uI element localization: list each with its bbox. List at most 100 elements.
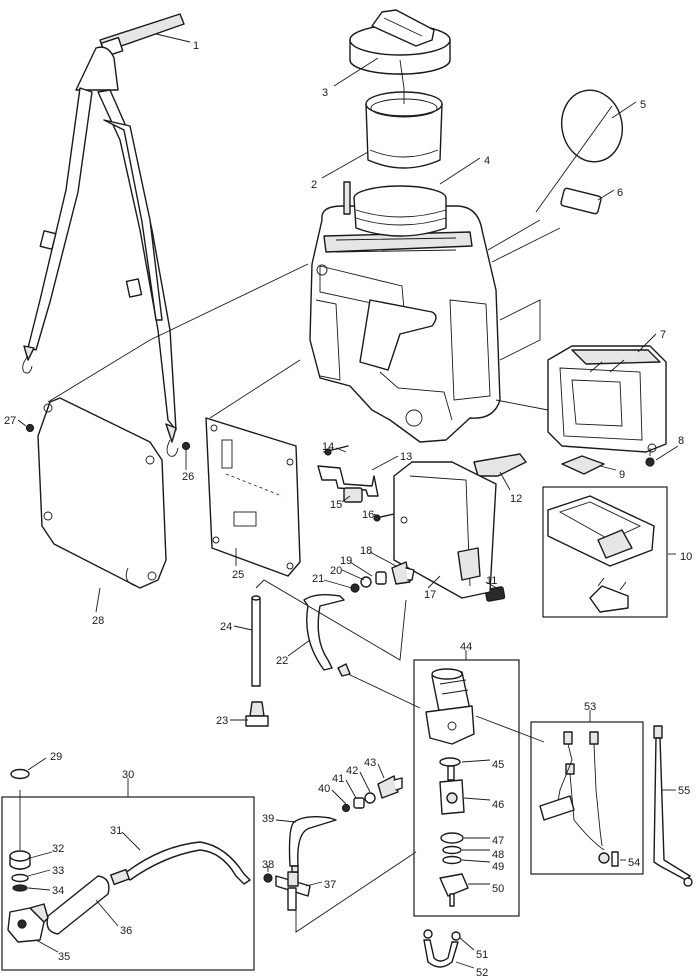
callout-label-40: 40	[318, 783, 330, 795]
connector-12	[473, 453, 527, 477]
switch-box	[547, 495, 655, 613]
hose-22-end	[337, 663, 351, 677]
wand-31	[123, 841, 251, 885]
mounting-plate	[393, 461, 497, 599]
ring-49	[442, 855, 462, 865]
callout-label-29: 29	[50, 751, 62, 763]
callout-label-15: 15	[330, 499, 342, 511]
callout-leader-13	[371, 455, 399, 471]
callout-leader-5	[611, 101, 637, 119]
flow-line-cover	[47, 263, 309, 403]
callout-label-44: 44	[460, 641, 472, 653]
callout-labels: 1234567891011121314151617181920212223242…	[4, 33, 692, 977]
flow-line-harness	[475, 715, 545, 743]
callout-label-9: 9	[619, 469, 625, 481]
ring-21	[350, 583, 360, 593]
fitting-43	[377, 775, 403, 799]
probe-rod	[653, 725, 693, 887]
seal-45	[439, 757, 461, 767]
pump-head-46	[439, 765, 465, 815]
callout-leader-32	[29, 851, 53, 859]
clip-51	[423, 929, 461, 941]
callout-leader-7	[637, 333, 657, 353]
callout-label-36: 36	[120, 925, 132, 937]
callout-label-35: 35	[58, 951, 70, 963]
callout-label-24: 24	[220, 621, 232, 633]
screw-8	[645, 448, 655, 467]
screw-26	[181, 441, 191, 451]
callout-leader-16	[373, 513, 381, 519]
handle-36	[46, 875, 110, 935]
hose-39	[288, 815, 337, 867]
callout-label-31: 31	[110, 825, 122, 837]
tank-cap	[349, 9, 451, 75]
callout-leader-35	[35, 939, 59, 953]
flow-line-pump	[347, 673, 421, 709]
block-15	[343, 487, 363, 503]
seal-disc	[561, 89, 623, 163]
label-plate	[560, 187, 602, 215]
ring-47	[440, 832, 464, 844]
callout-leader-15	[341, 495, 351, 503]
flow-line-plate	[209, 359, 301, 419]
flow-line-tube	[255, 579, 407, 661]
callout-leader-46	[463, 797, 491, 801]
nut-32	[9, 850, 31, 870]
callout-leader-41	[345, 779, 357, 799]
callout-leader-39	[275, 819, 297, 823]
pad-9	[561, 455, 605, 475]
callout-leader-20	[341, 569, 365, 581]
callout-leader-18	[369, 551, 397, 567]
callout-leader-4	[439, 157, 481, 185]
callout-label-39: 39	[262, 813, 274, 825]
callout-leader-31	[121, 831, 141, 851]
callout-label-1: 1	[193, 40, 199, 52]
tank-body	[309, 181, 561, 443]
callout-label-19: 19	[340, 555, 352, 567]
callout-label-46: 46	[492, 799, 504, 811]
callout-label-53: 53	[584, 701, 596, 713]
callout-label-21: 21	[312, 573, 324, 585]
gasket-plate	[205, 417, 301, 577]
callout-label-54: 54	[628, 857, 640, 869]
callout-leader-42	[359, 771, 371, 793]
callout-label-27: 27	[4, 415, 16, 427]
callout-leader-19	[349, 561, 373, 577]
group-frame-30	[1, 796, 255, 971]
ring-48	[442, 845, 462, 855]
callout-leader-2	[321, 151, 369, 179]
callout-leader-14	[335, 447, 347, 453]
callout-label-26: 26	[182, 471, 194, 483]
callout-leader-43	[377, 763, 385, 779]
motor-pump	[425, 668, 475, 745]
washer-34	[12, 884, 28, 892]
callout-label-52: 52	[476, 967, 488, 977]
callout-leader-49	[461, 859, 491, 863]
callout-label-7: 7	[660, 329, 666, 341]
seal-33	[11, 873, 29, 883]
callout-label-50: 50	[492, 883, 504, 895]
callout-label-18: 18	[360, 545, 372, 557]
tube-24	[251, 597, 261, 687]
callout-label-13: 13	[400, 451, 412, 463]
callout-label-5: 5	[640, 99, 646, 111]
callout-leader-3	[333, 57, 379, 87]
callout-label-38: 38	[262, 859, 274, 871]
callout-leader-11	[485, 581, 501, 591]
callout-label-6: 6	[617, 187, 623, 199]
callout-leader-24	[233, 625, 253, 631]
wiring-harness	[539, 731, 610, 864]
shoulder-strap	[22, 13, 185, 457]
nozzle-35	[7, 903, 49, 943]
callout-label-16: 16	[362, 509, 374, 521]
callout-label-20: 20	[330, 565, 342, 577]
callout-leader-22	[287, 639, 311, 657]
screw-27	[25, 423, 35, 433]
ring-40	[341, 803, 351, 813]
callout-label-14: 14	[322, 441, 334, 453]
callout-label-34: 34	[52, 885, 64, 897]
callout-label-28: 28	[92, 615, 104, 627]
callout-label-48: 48	[492, 849, 504, 861]
callout-leader-52	[455, 961, 475, 969]
